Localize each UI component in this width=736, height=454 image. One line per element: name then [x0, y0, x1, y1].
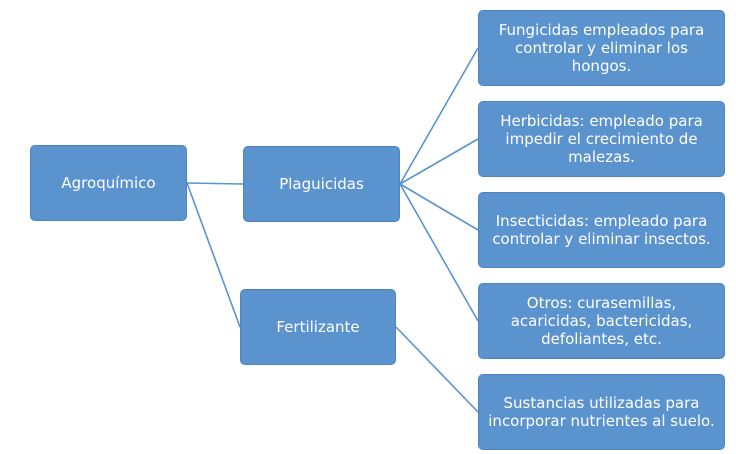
- node-insecticidas: Insecticidas: empleado para controlar y …: [478, 192, 725, 268]
- node-insecticidas-label: Insecticidas: empleado para controlar y …: [492, 212, 711, 248]
- connector-fertilizante-sustancias: [395, 326, 479, 413]
- node-agroquimico-label: Agroquímico: [61, 174, 156, 192]
- connector-agroquimico-plaguicidas: [186, 182, 244, 185]
- node-fertilizante-label: Fertilizante: [276, 318, 360, 336]
- node-plaguicidas-label: Plaguicidas: [279, 175, 364, 193]
- connector-plaguicidas-herbicidas: [399, 138, 479, 185]
- node-plaguicidas: Plaguicidas: [243, 146, 400, 222]
- node-agroquimico: Agroquímico: [30, 145, 187, 221]
- connector-plaguicidas-otros: [399, 183, 479, 322]
- node-herbicidas: Herbicidas: empleado para impedir el cre…: [478, 101, 725, 177]
- connector-plaguicidas-insecticidas: [399, 183, 479, 231]
- node-herbicidas-label: Herbicidas: empleado para impedir el cre…: [500, 112, 703, 166]
- node-otros-label: Otros: curasemillas, acaricidas, bacteri…: [510, 294, 693, 348]
- node-fungicidas-label: Fungicidas empleados para controlar y el…: [498, 21, 705, 75]
- connector-plaguicidas-fungicidas: [399, 47, 479, 185]
- node-fertilizante: Fertilizante: [240, 289, 396, 365]
- connector-agroquimico-fertilizante: [186, 182, 241, 328]
- node-fungicidas: Fungicidas empleados para controlar y el…: [478, 10, 725, 86]
- node-sustancias-label: Sustancias utilizadas para incorporar nu…: [488, 394, 715, 430]
- node-otros: Otros: curasemillas, acaricidas, bacteri…: [478, 283, 725, 359]
- node-sustancias: Sustancias utilizadas para incorporar nu…: [478, 374, 725, 450]
